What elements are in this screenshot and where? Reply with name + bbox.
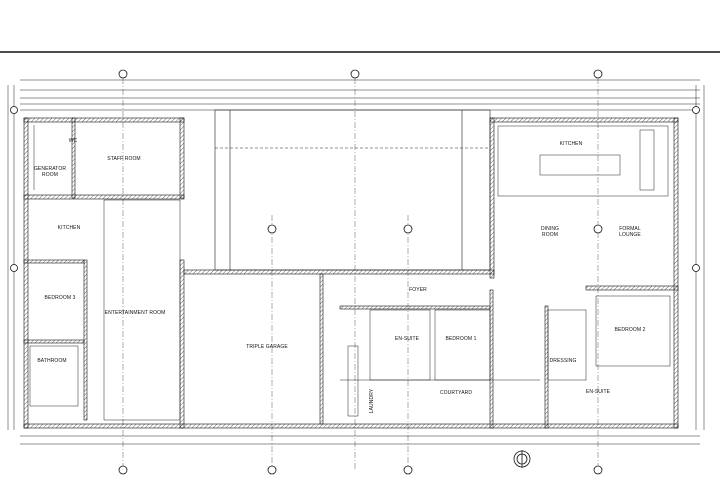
room-label-wc: WC [68, 138, 78, 144]
room-label-courtyard: COURTYARD [439, 390, 473, 396]
room-label-en-suite-1: EN-SUITE [394, 336, 420, 342]
room-label-laundry: LAUNDRY [369, 388, 375, 414]
room-label-kitchen-left: KITCHEN [57, 225, 81, 231]
room-label-dressing: DRESSING [549, 358, 577, 364]
garage-walls [183, 269, 495, 425]
north-arrow-icon [513, 450, 531, 468]
carport-outline [214, 109, 491, 271]
grid-bubbles [10, 69, 700, 475]
interior-lines [29, 125, 671, 421]
room-label-formal-lounge: FORMAL LOUNGE [619, 226, 641, 238]
room-label-bathroom: BATHROOM [37, 358, 67, 364]
room-label-en-suite-2: EN-SUITE [585, 389, 611, 395]
room-label-kitchen-right: KITCHEN [559, 141, 583, 147]
room-label-bedroom-2: BEDROOM 2 [614, 327, 646, 333]
room-label-bedroom-3: BEDROOM 3 [44, 295, 76, 301]
room-label-staff-room: STAFF ROOM [107, 156, 141, 162]
bottom-outer-wall [23, 423, 679, 429]
room-label-dining: DINING ROOM [540, 226, 560, 238]
left-block-walls [23, 117, 185, 429]
dimension-lines-bottom [20, 435, 700, 445]
dimension-lines-right [695, 85, 705, 430]
dimension-lines-left [7, 85, 15, 430]
room-label-generator: GENERATOR ROOM [33, 166, 67, 178]
room-label-foyer: FOYER [409, 287, 427, 293]
room-label-triple-garage: TRIPLE GARAGE [246, 344, 288, 350]
room-label-bedroom-1: BEDROOM 1 [445, 336, 477, 342]
room-label-entertainment: ENTERTAINMENT ROOM [104, 310, 166, 316]
